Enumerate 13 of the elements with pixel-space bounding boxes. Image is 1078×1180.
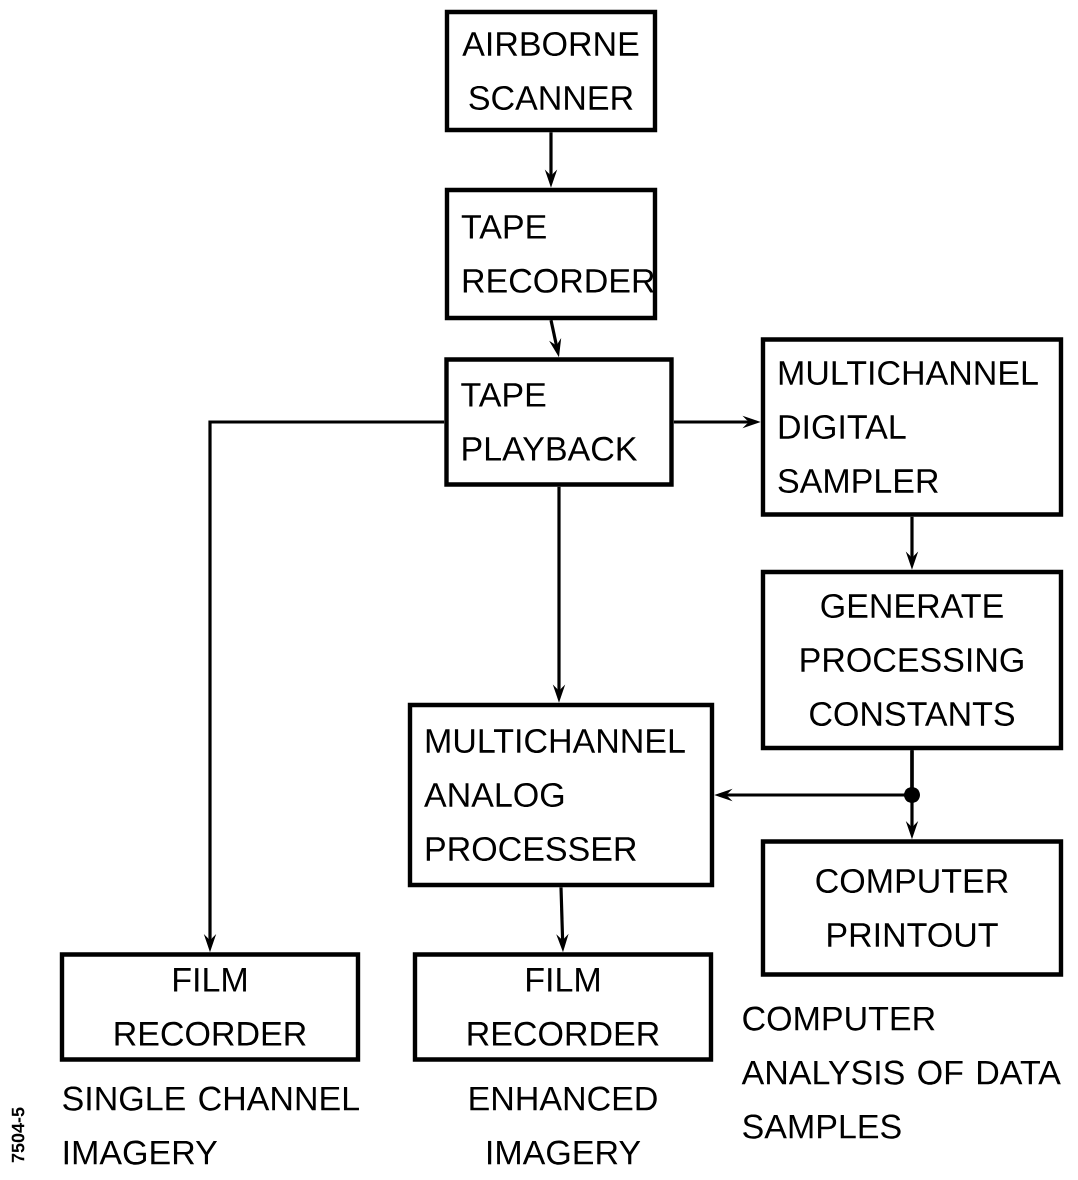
process-box: COMPUTER PRINTOUT	[760, 839, 1064, 977]
caption-text: COMPUTER ANALYSIS OF DATA SAMPLES	[741, 1006, 1061, 1139]
process-box: TAPE PLAYBACK	[444, 357, 674, 487]
process-box: AIRBORNE SCANNER	[444, 9, 658, 133]
process-box: MULTICHANNEL ANALOG PROCESSER	[407, 702, 715, 888]
process-box: FILM RECORDER	[412, 952, 714, 1062]
caption-text: SINGLE CHANNEL IMAGERY	[63, 1086, 359, 1165]
process-box: MULTICHANNEL DIGITAL SAMPLER	[760, 337, 1064, 517]
figure-number: 7504-5	[11, 1107, 25, 1163]
process-box: TAPE RECORDER	[444, 187, 658, 321]
caption-text: ENHANCED IMAGERY	[470, 1086, 657, 1165]
process-box: FILM RECORDER	[59, 952, 361, 1062]
process-box: GENERATE PROCESSING CONSTANTS	[760, 569, 1064, 751]
